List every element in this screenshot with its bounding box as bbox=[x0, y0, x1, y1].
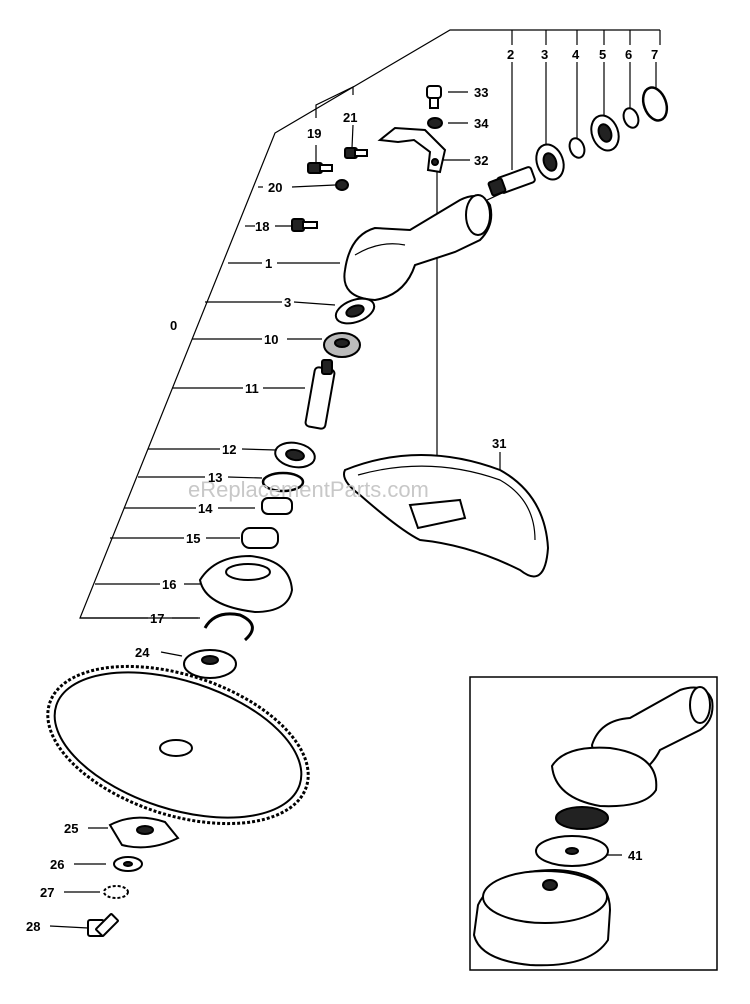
callout-13: 13 bbox=[208, 470, 222, 485]
callout-33: 33 bbox=[474, 85, 488, 100]
part-2-shaft bbox=[487, 166, 536, 197]
callout-0: 0 bbox=[170, 318, 177, 333]
part-4-spacer bbox=[568, 137, 586, 159]
callout-27: 27 bbox=[40, 885, 54, 900]
part-12-bearing bbox=[274, 441, 316, 469]
callout-26: 26 bbox=[50, 857, 64, 872]
callout-6: 6 bbox=[625, 47, 632, 62]
part-31-guard bbox=[343, 454, 550, 578]
part-5-bearing bbox=[590, 114, 620, 152]
callout-19: 19 bbox=[307, 126, 321, 141]
callout-28: 28 bbox=[26, 919, 40, 934]
inset-assembly bbox=[469, 676, 718, 971]
callout-14: 14 bbox=[198, 501, 213, 516]
part-10-bevel-gear bbox=[323, 332, 361, 358]
callout-21: 21 bbox=[343, 110, 357, 125]
part-28-bolt bbox=[87, 913, 119, 937]
callout-labels: 2 3 4 5 6 7 33 34 32 21 19 20 18 1 3 0 1… bbox=[26, 47, 658, 934]
callout-2: 2 bbox=[507, 47, 514, 62]
callout-4: 4 bbox=[572, 47, 580, 62]
part-15-collar bbox=[241, 527, 279, 549]
part-33-bolt bbox=[426, 85, 442, 109]
part-14-collar bbox=[261, 497, 293, 515]
callout-17: 17 bbox=[150, 611, 164, 626]
callout-12: 12 bbox=[222, 442, 236, 457]
part-27-lock-washer bbox=[103, 885, 129, 899]
part-21-bolt bbox=[344, 147, 368, 159]
callout-5: 5 bbox=[599, 47, 606, 62]
bracket-frame bbox=[49, 29, 661, 929]
callout-15: 15 bbox=[186, 531, 200, 546]
callout-25: 25 bbox=[64, 821, 78, 836]
callout-18: 18 bbox=[255, 219, 269, 234]
part-20-grease-nipple bbox=[335, 179, 349, 191]
callout-31: 31 bbox=[492, 436, 506, 451]
callout-11: 11 bbox=[245, 381, 259, 396]
callout-3-top: 3 bbox=[541, 47, 548, 62]
part-32-clamp bbox=[377, 126, 447, 174]
part-16-cup bbox=[198, 554, 294, 614]
callout-41: 41 bbox=[628, 848, 642, 863]
part-17-circlip bbox=[203, 612, 254, 642]
callout-20: 20 bbox=[268, 180, 282, 195]
part-1-gear-housing bbox=[343, 194, 493, 302]
part-13-snap-ring bbox=[261, 471, 305, 493]
callout-24: 24 bbox=[135, 645, 150, 660]
part-3-bearing-top bbox=[535, 143, 565, 181]
part-6-washer bbox=[622, 107, 640, 129]
part-19-bolt bbox=[307, 162, 333, 174]
callout-32: 32 bbox=[474, 153, 488, 168]
part-blade bbox=[46, 664, 310, 826]
callout-34: 34 bbox=[474, 116, 489, 131]
callout-3: 3 bbox=[284, 295, 291, 310]
part-11-spindle bbox=[304, 359, 336, 430]
part-34-nut bbox=[427, 117, 443, 129]
watermark: eReplacementParts.com bbox=[188, 477, 429, 502]
part-24-holder bbox=[183, 649, 237, 679]
callout-1: 1 bbox=[265, 256, 272, 271]
part-18-bolt bbox=[291, 218, 318, 232]
callout-7: 7 bbox=[651, 47, 658, 62]
part-25-holder bbox=[108, 816, 180, 849]
callout-16: 16 bbox=[162, 577, 176, 592]
part-3-bearing bbox=[334, 297, 376, 325]
callout-10: 10 bbox=[264, 332, 278, 347]
part-26-washer bbox=[113, 856, 143, 872]
part-7-snap-ring bbox=[641, 86, 669, 122]
